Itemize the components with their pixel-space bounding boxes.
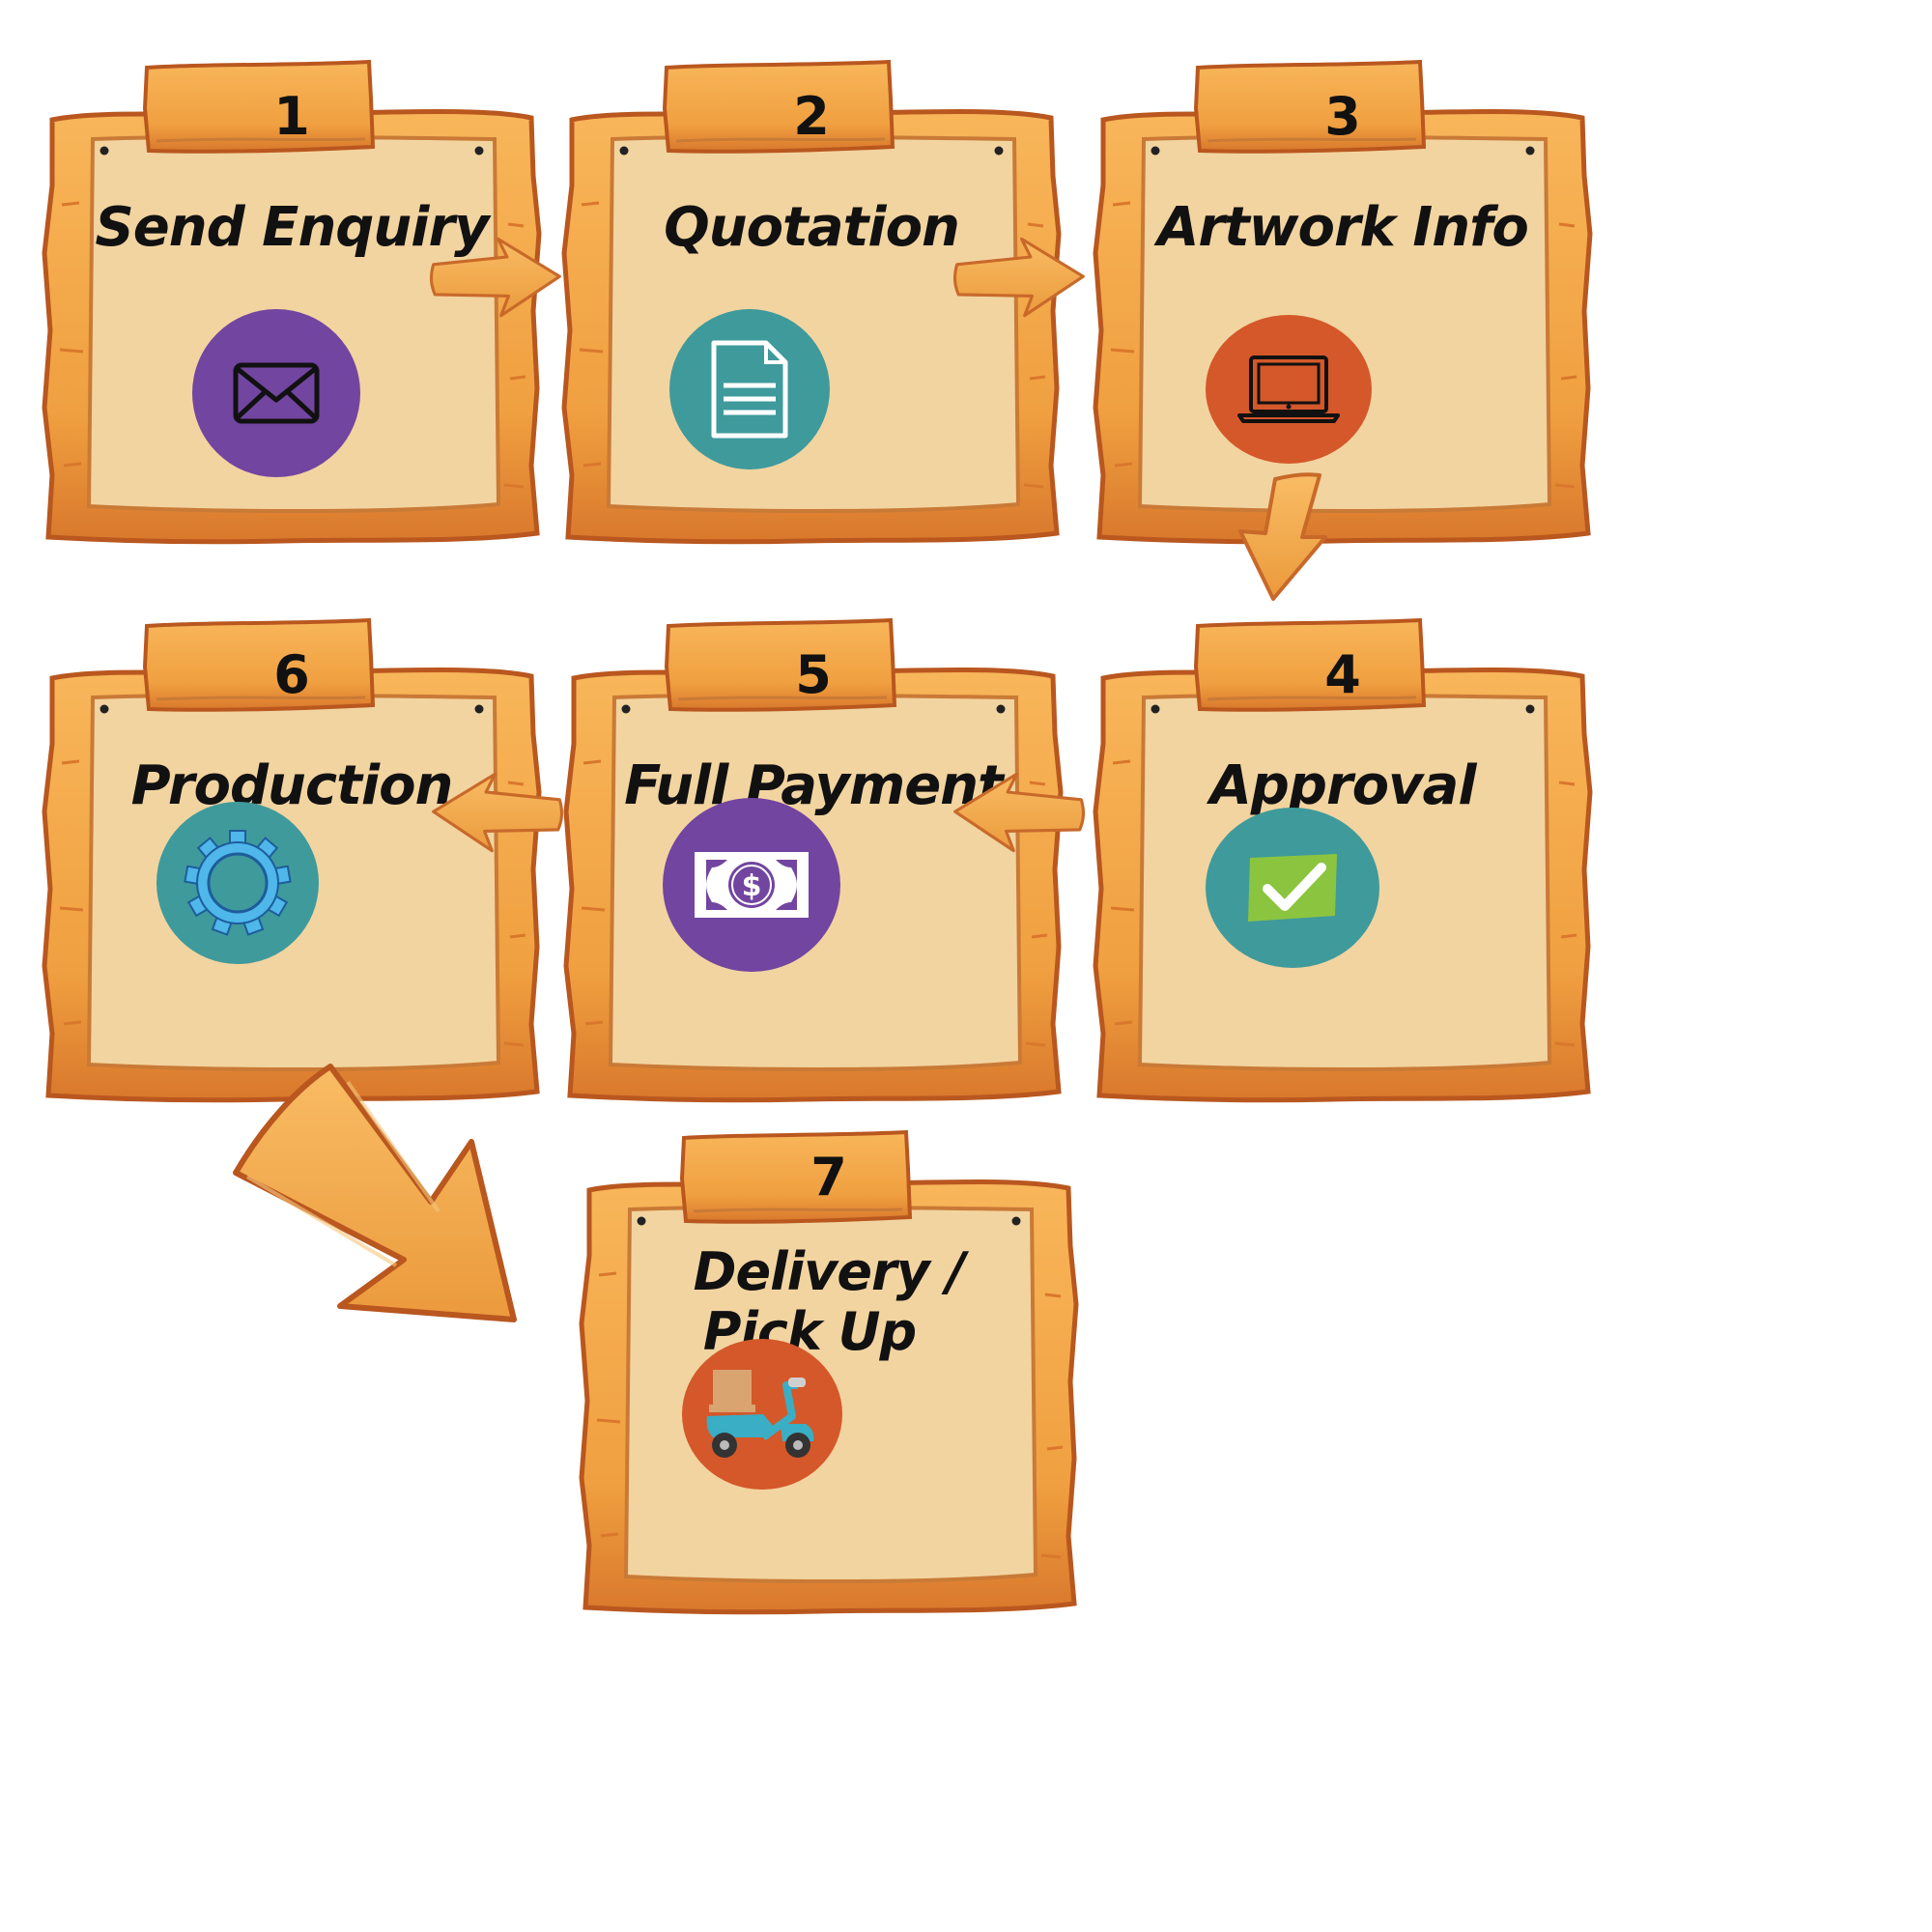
step-title: Artwork Info xyxy=(1157,196,1529,259)
document-icon xyxy=(711,340,788,439)
step-title: Send Enquiry xyxy=(95,196,489,259)
step-title: Quotation xyxy=(664,196,960,259)
step-title: Production xyxy=(130,754,454,817)
step-title: Approval xyxy=(1209,754,1476,817)
svg-text:$: $ xyxy=(742,869,762,903)
step-title: Full Payment xyxy=(624,754,1004,817)
arrow-step-1-to-2 xyxy=(429,234,564,321)
icon-badge xyxy=(669,309,830,469)
step-number: 2 xyxy=(793,86,830,147)
step-1-card: 1 Send Enquiry xyxy=(41,60,543,562)
step-number: 5 xyxy=(795,644,832,705)
icon-badge xyxy=(192,309,360,477)
arrow-step-3-to-4 xyxy=(1238,472,1327,601)
step-number: 7 xyxy=(810,1147,847,1208)
arrow-step-5-to-6 xyxy=(429,769,564,856)
icon-badge: $ xyxy=(663,798,840,972)
scooter-icon xyxy=(706,1370,814,1458)
step-number: 6 xyxy=(273,644,310,705)
icon-badge xyxy=(156,802,319,964)
step-number: 4 xyxy=(1324,644,1361,705)
money-icon: $ xyxy=(695,852,809,918)
arrow-step-6-to-7 xyxy=(233,1064,517,1322)
step-4-card: 4 Approval xyxy=(1092,618,1594,1121)
icon-badge xyxy=(682,1339,842,1490)
step-number: 1 xyxy=(273,86,310,147)
checkmark-icon xyxy=(1248,854,1337,922)
arrow-step-2-to-3 xyxy=(952,234,1088,321)
step-5-card: 5 Full Payment $ xyxy=(562,618,1065,1121)
step-3-card: 3 Artwork Info xyxy=(1092,60,1594,562)
gear-icon xyxy=(184,830,292,936)
step-7-card: 7 Delivery / Pick Up xyxy=(578,1121,1080,1623)
arrow-step-4-to-5 xyxy=(951,769,1086,856)
laptop-icon xyxy=(1237,355,1340,423)
icon-badge xyxy=(1206,315,1372,464)
step-number: 3 xyxy=(1324,86,1361,147)
envelope-icon xyxy=(233,362,320,424)
step-title-line-1: Delivery / xyxy=(693,1241,966,1302)
step-6-card: 6 Production xyxy=(41,618,543,1121)
icon-badge xyxy=(1206,808,1379,968)
step-title: Delivery / Pick Up xyxy=(597,1241,1061,1362)
step-2-card: 2 Quotation xyxy=(560,60,1063,562)
